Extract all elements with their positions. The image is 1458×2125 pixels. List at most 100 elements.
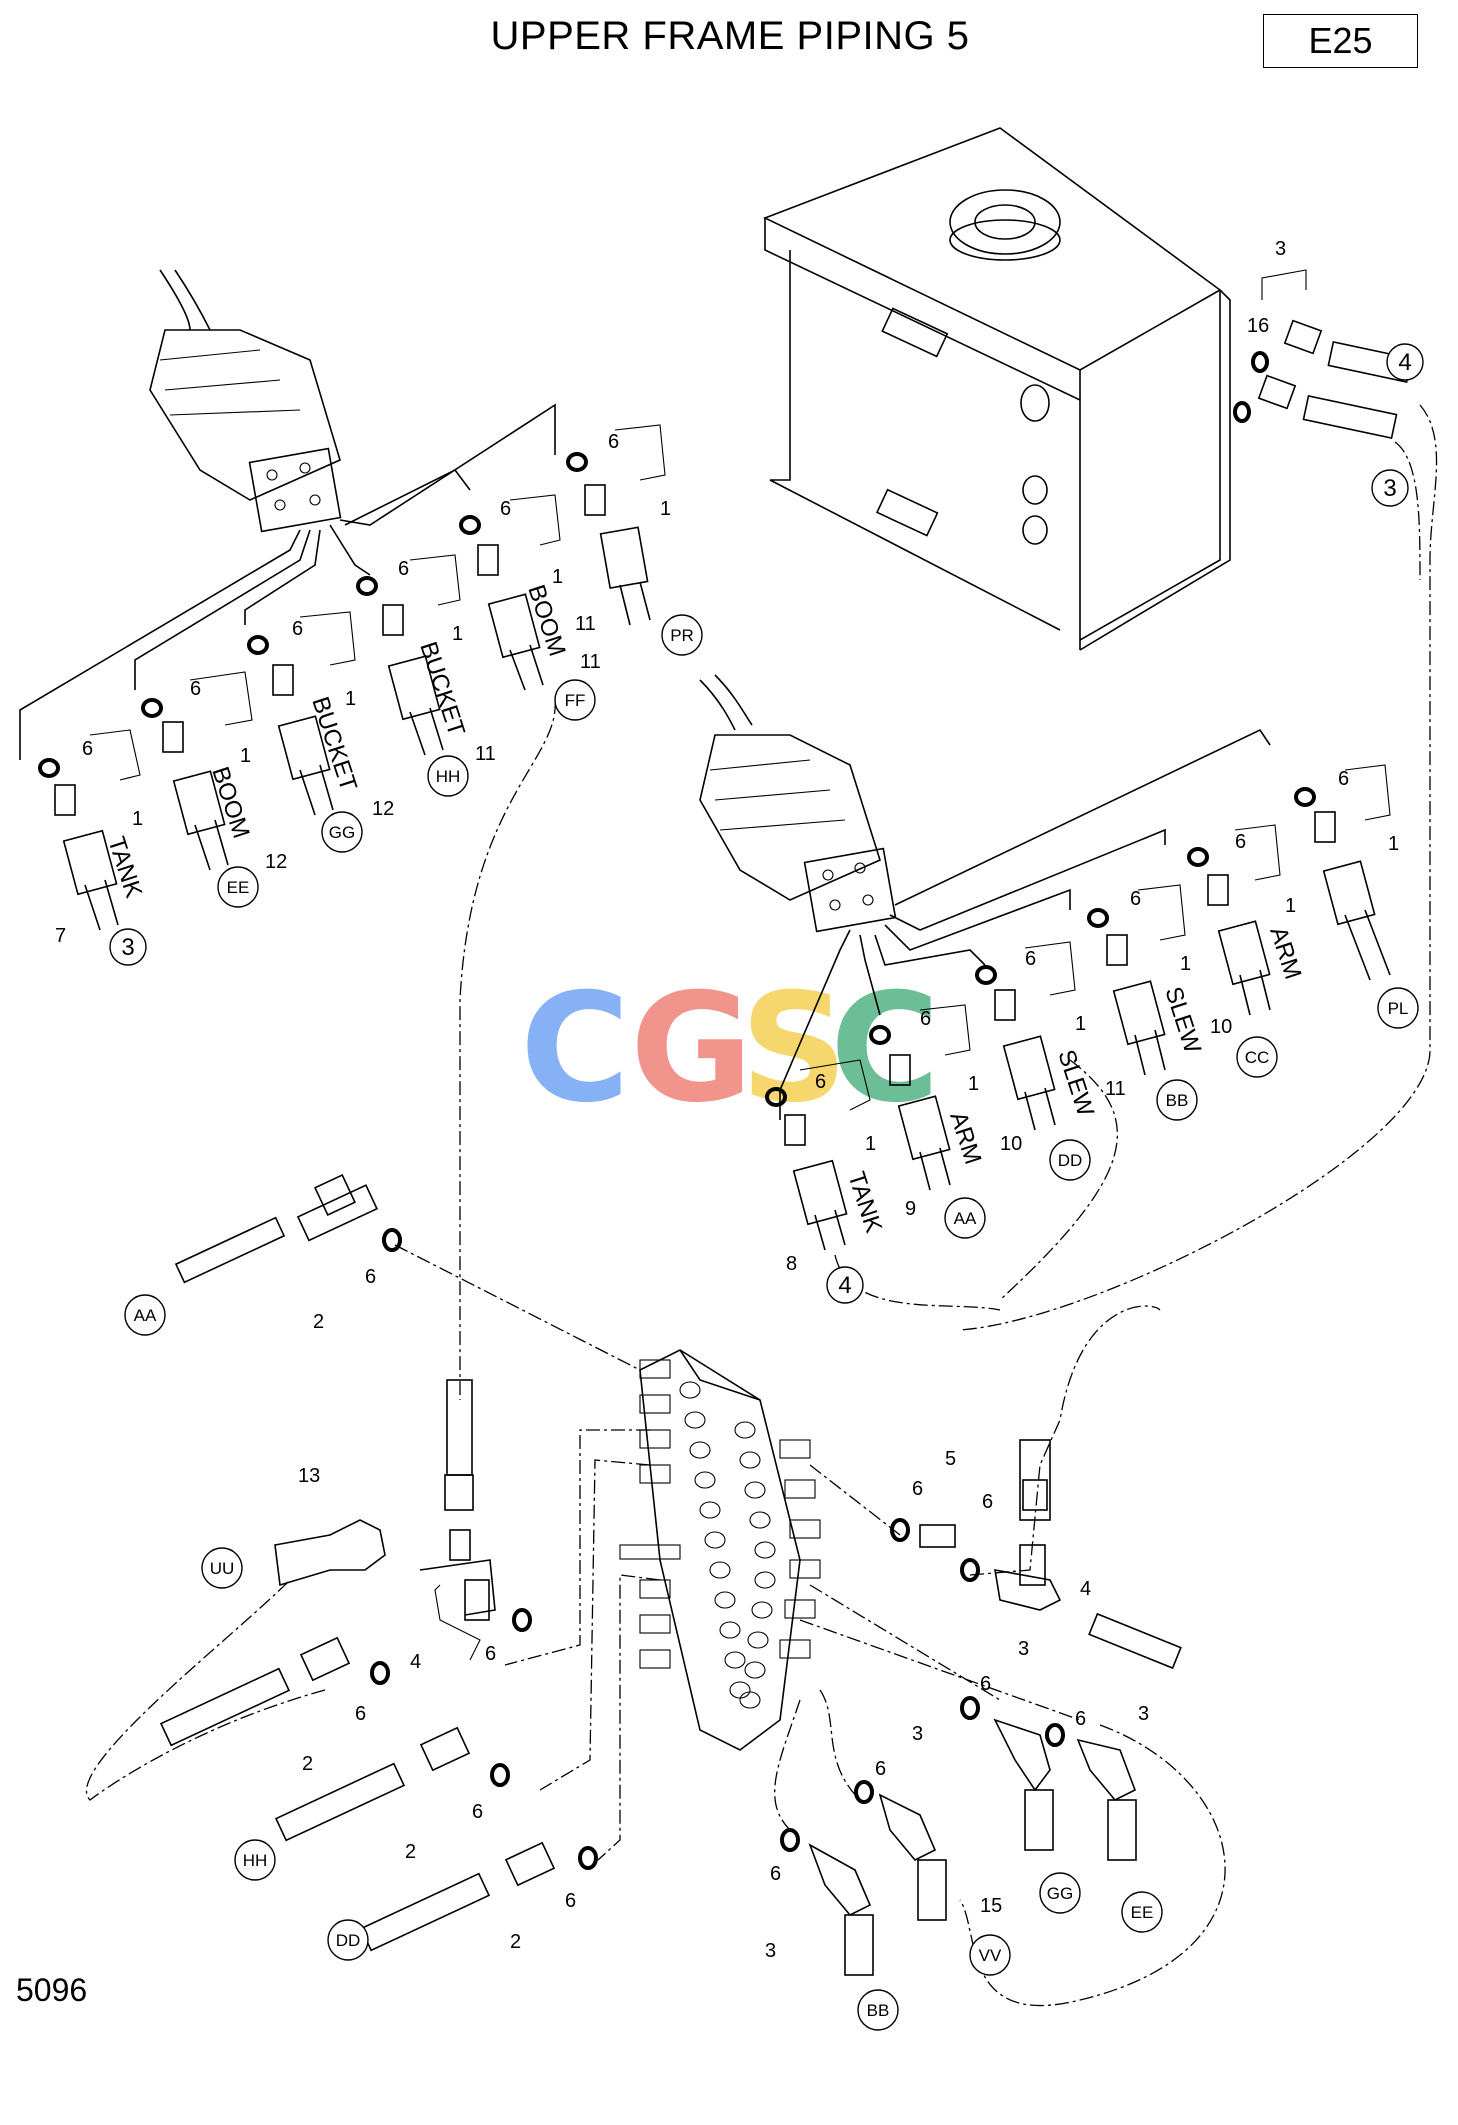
ref-cc: CC: [1236, 1036, 1278, 1078]
label-boom-left-2: BOOM: [522, 582, 570, 660]
svg-text:3: 3: [1383, 475, 1396, 502]
svg-text:12: 12: [372, 798, 394, 820]
svg-text:6: 6: [365, 1266, 376, 1288]
svg-text:HH: HH: [243, 1851, 268, 1870]
svg-text:11: 11: [575, 613, 596, 635]
svg-text:6: 6: [770, 1863, 781, 1885]
svg-text:FF: FF: [565, 691, 586, 710]
ref-bb-bottom: BB: [857, 1989, 899, 2031]
watermark-letter-3: S: [740, 962, 848, 1136]
svg-text:AA: AA: [134, 1306, 157, 1325]
svg-text:6: 6: [982, 1491, 993, 1513]
figure-number: 5096: [16, 1972, 88, 2008]
svg-text:2: 2: [405, 1841, 416, 1863]
ref-4-tank: 4: [1386, 343, 1424, 381]
svg-text:6: 6: [355, 1703, 366, 1725]
ref-3-left: 3: [109, 928, 147, 966]
ref-vv: VV: [969, 1934, 1011, 1976]
svg-text:9: 9: [905, 1198, 916, 1220]
svg-text:2: 2: [510, 1931, 521, 1953]
svg-text:PL: PL: [1388, 999, 1409, 1018]
svg-text:6: 6: [1235, 831, 1246, 853]
svg-text:3: 3: [1275, 238, 1286, 260]
page-title: UPPER FRAME PIPING 5: [490, 14, 970, 58]
svg-text:PR: PR: [670, 626, 694, 645]
svg-text:1: 1: [132, 808, 143, 830]
valve-lines: [86, 699, 1226, 2007]
tank-return-fittings: [959, 269, 1438, 1331]
svg-text:6: 6: [920, 1008, 931, 1030]
svg-text:GG: GG: [329, 823, 355, 842]
left-port-bucket-1: [247, 611, 356, 816]
ref-ee-bottom: EE: [1121, 1891, 1163, 1933]
label-arm-right-2: ARM: [1264, 924, 1306, 983]
svg-text:DD: DD: [336, 1931, 361, 1950]
svg-text:1: 1: [1285, 895, 1296, 917]
right-joystick: [699, 674, 897, 933]
left-joystick-pipes: [19, 403, 556, 760]
ref-bb-top: BB: [1156, 1079, 1198, 1121]
svg-text:3: 3: [1138, 1703, 1149, 1725]
svg-text:VV: VV: [979, 1946, 1002, 1965]
svg-text:6: 6: [190, 678, 201, 700]
left-port-boom-2: [459, 494, 561, 691]
svg-text:HH: HH: [436, 767, 461, 786]
right-port-arm-2: [1187, 824, 1281, 1016]
svg-text:1: 1: [1075, 1013, 1086, 1035]
svg-text:1: 1: [345, 688, 356, 710]
right-joystick-pipes: [779, 728, 1271, 1120]
svg-text:2: 2: [313, 1311, 324, 1333]
svg-text:13: 13: [298, 1465, 320, 1487]
left-port-pr: [566, 424, 666, 626]
left-joystick: [149, 269, 342, 533]
svg-text:1: 1: [968, 1073, 979, 1095]
svg-text:BB: BB: [1166, 1091, 1189, 1110]
svg-text:6: 6: [1130, 888, 1141, 910]
circle-references: PR FF HH GG EE 3 4 3 PL CC BB DD AA 4 AA…: [109, 343, 1424, 2031]
svg-text:6: 6: [292, 618, 303, 640]
svg-text:1: 1: [552, 566, 563, 588]
hydraulic-tank: [762, 127, 1231, 651]
ref-gg-top: GG: [321, 811, 363, 853]
svg-text:1: 1: [452, 623, 463, 645]
ref-ff: FF: [554, 679, 596, 721]
ref-dd-top: DD: [1049, 1139, 1091, 1181]
svg-text:EE: EE: [227, 878, 250, 897]
right-port-arm: [869, 1004, 971, 1191]
svg-text:6: 6: [1025, 948, 1036, 970]
svg-text:1: 1: [865, 1133, 876, 1155]
right-port-tank: [765, 1059, 871, 1251]
svg-text:8: 8: [786, 1253, 797, 1275]
svg-text:AA: AA: [954, 1209, 977, 1228]
svg-text:3: 3: [765, 1940, 776, 1962]
left-port-bucket-2: [356, 554, 461, 756]
ref-pl: PL: [1377, 987, 1419, 1029]
page-code-box: E25: [1263, 14, 1418, 68]
svg-text:6: 6: [608, 431, 619, 453]
svg-text:15: 15: [980, 1895, 1002, 1917]
ref-aa-bottom: AA: [124, 1294, 166, 1336]
part-number-callouts: 6 1 7 6 1 12 6 1 12 6 1 11 6 1 11 6 1 11…: [55, 238, 1399, 1962]
svg-text:6: 6: [472, 1801, 483, 1823]
ref-hh-top: HH: [427, 755, 469, 797]
ref-aa-top: AA: [944, 1197, 986, 1239]
svg-text:10: 10: [1210, 1016, 1232, 1038]
svg-text:6: 6: [565, 1890, 576, 1912]
right-port-slew: [975, 941, 1076, 1131]
label-boom-left: BOOM: [206, 764, 254, 842]
svg-text:GG: GG: [1047, 1884, 1073, 1903]
svg-text:6: 6: [485, 1643, 496, 1665]
svg-text:3: 3: [912, 1723, 923, 1745]
watermark-letter-4: C: [830, 962, 940, 1136]
svg-text:10: 10: [1000, 1133, 1022, 1155]
svg-text:BB: BB: [867, 2001, 890, 2020]
svg-text:6: 6: [875, 1758, 886, 1780]
svg-text:11: 11: [580, 651, 601, 673]
label-bucket-left-2: BUCKET: [414, 639, 470, 740]
svg-text:1: 1: [1180, 953, 1191, 975]
ref-gg-bottom: GG: [1039, 1872, 1081, 1914]
ref-4-right: 4: [826, 1266, 864, 1304]
watermark-letter-2: G: [630, 962, 753, 1136]
svg-text:5: 5: [945, 1448, 956, 1470]
watermark: C G S C: [520, 962, 940, 1136]
